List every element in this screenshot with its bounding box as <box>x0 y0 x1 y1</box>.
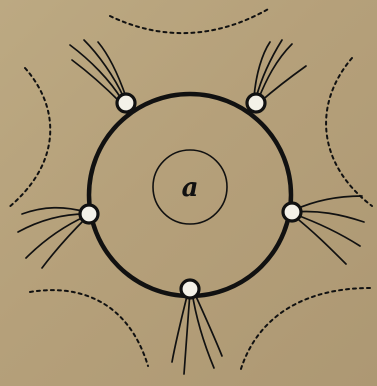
fiber-bundle-right <box>294 196 364 264</box>
ring-node-bottom <box>181 280 199 298</box>
ring-node-left <box>80 205 98 223</box>
fiber-bundle-bottom <box>172 292 222 374</box>
dashed-boundary-top <box>110 8 270 33</box>
dashed-boundary-bottom-left <box>30 290 148 366</box>
dashed-boundary-left <box>8 68 50 208</box>
dashed-boundary-right <box>326 58 372 206</box>
ring-node-top-left <box>117 94 135 112</box>
fiber-bundle-left <box>18 208 86 268</box>
dashed-boundary-bottom-right <box>240 288 370 372</box>
fiber-bundle-top-right <box>254 40 306 102</box>
ring-node-right <box>283 203 301 221</box>
fiber-bundle-top-left <box>70 40 126 102</box>
ring-node-top-right <box>247 94 265 112</box>
center-label: a <box>182 173 199 203</box>
